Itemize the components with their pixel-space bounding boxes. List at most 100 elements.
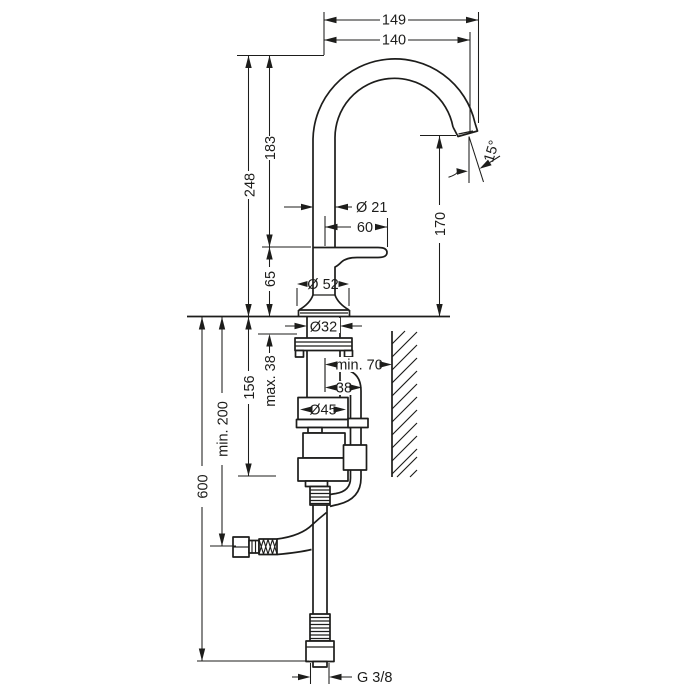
label-15deg: 15° <box>481 139 503 165</box>
dim-min200-arrow-bottom <box>218 533 226 546</box>
left-hose-braid-hatch <box>258 539 278 555</box>
spout-outer-line <box>312 58 476 295</box>
dim-140-arrow-left <box>324 36 337 44</box>
dim-149-arrow-left <box>324 16 337 24</box>
label-backers <box>308 318 387 395</box>
dim-dia21-arrow-right <box>335 203 348 211</box>
dim-156-arrow-top <box>245 317 252 330</box>
dim-dia32-arrow-right <box>340 322 353 330</box>
dim-60-arrow-left <box>325 223 338 231</box>
hose-corrugation-bottom-ribs <box>310 616 330 640</box>
label-156: 156 <box>242 375 258 399</box>
backer-min70 <box>332 357 387 372</box>
dim-dia52-arrow-right <box>338 281 349 287</box>
angle-arrow-tail-left <box>448 171 459 178</box>
hose-corrugation-top-ribs <box>310 489 330 505</box>
under-deck-assembly <box>294 317 369 508</box>
dim-60-arrow-right <box>375 223 388 231</box>
dim-min200-arrow-top <box>218 317 226 330</box>
label-dia32: Ø32 <box>310 320 337 336</box>
dim-dia52-arrow-left <box>297 281 308 287</box>
label-149: 149 <box>382 13 406 29</box>
spout-tip <box>452 122 479 138</box>
left-hose-braid <box>258 538 278 556</box>
left-fitting-collar <box>248 539 260 554</box>
label-dia21: Ø 21 <box>356 200 387 216</box>
dim-600-arrow-bottom <box>198 648 206 661</box>
mid-body <box>302 432 346 459</box>
hose-corrugation-top <box>309 485 331 506</box>
dim-g38-arrow-right <box>329 673 342 681</box>
mounting-stack <box>294 337 353 352</box>
dim-dia32-arrow-left <box>294 322 307 330</box>
left-fitting-collar-ribs <box>251 540 257 553</box>
dim-dia21-arrow-left <box>301 203 314 211</box>
valve-under-bar <box>295 418 351 429</box>
label-600: 600 <box>196 474 212 498</box>
dim-g38-arrow-left <box>298 673 311 681</box>
angle-arrow-left <box>456 168 468 175</box>
dim-38-arrow-right <box>349 384 362 391</box>
dim-170-arrow-bottom <box>436 304 443 317</box>
side-hose-collar <box>342 444 368 471</box>
stack-tab-left <box>294 349 305 358</box>
label-170: 170 <box>433 212 449 236</box>
g38-thread-stub <box>312 660 328 668</box>
dimension-labels: 149 140 248 183 65 Ø 21 60 170 15° Ø 52 … <box>196 13 504 687</box>
supply-hoses <box>232 485 335 668</box>
dim-dia45-arrow-left <box>300 406 313 413</box>
label-183: 183 <box>263 136 279 160</box>
dim-248-arrow-top <box>245 55 252 68</box>
dim-max38-arrow <box>266 334 273 347</box>
dim-183-arrow-top <box>266 55 273 68</box>
label-dia52: Ø 52 <box>307 277 338 293</box>
dim-600-arrow-top <box>198 317 206 330</box>
label-g38: G 3/8 <box>357 670 392 686</box>
dim-149-arrow-right <box>466 16 479 24</box>
dim-min70-arrow-left <box>325 361 338 368</box>
label-60: 60 <box>357 220 373 236</box>
wall-section <box>391 330 418 478</box>
dim-min70-arrow-right <box>379 361 392 368</box>
angle-arrow-tail-right <box>489 155 501 163</box>
label-65: 65 <box>263 271 279 287</box>
dim-38-arrow-left <box>325 384 338 391</box>
g38-nut <box>305 640 335 663</box>
dim-156-arrow-bottom <box>245 463 252 476</box>
lower-body-box <box>297 457 349 482</box>
label-min70: min. 70 <box>335 358 383 374</box>
backer-dia32 <box>308 318 340 333</box>
side-outlet-bar <box>347 417 369 429</box>
dim-65-arrow-bottom <box>266 304 273 317</box>
spout-inner-line <box>334 77 454 247</box>
dim-140-arrow-right <box>457 36 470 44</box>
stack-tab-right <box>343 349 354 358</box>
angle-arrow-right <box>479 159 492 169</box>
label-38: 38 <box>336 381 352 397</box>
label-140: 140 <box>382 33 406 49</box>
dim-dia45-arrow-right <box>333 406 346 413</box>
label-dia45: Ø45 <box>309 403 336 419</box>
label-248: 248 <box>243 173 259 197</box>
cone-rim <box>297 309 351 316</box>
angle-slant-line <box>468 136 485 183</box>
left-hose-lower <box>276 548 312 556</box>
dim-248-arrow-bottom <box>245 304 252 317</box>
side-hose-outer <box>329 368 362 508</box>
left-hose-upper <box>276 511 328 540</box>
label-max38: max. 38 <box>263 355 279 407</box>
label-min200: min. 200 <box>216 401 232 457</box>
mounting-stack-layers <box>295 341 352 347</box>
spout-tip-lip <box>458 130 474 135</box>
wall-hatching <box>391 330 418 478</box>
faucet-outline <box>187 58 479 318</box>
extension-lines <box>197 12 480 684</box>
dim-65-arrow-top <box>266 247 273 260</box>
dim-183-arrow-bottom <box>266 234 273 247</box>
cone-flare-left <box>298 294 314 311</box>
dimensions <box>197 12 501 684</box>
handle-lever <box>313 246 388 295</box>
dim-170-arrow-top <box>436 136 443 149</box>
